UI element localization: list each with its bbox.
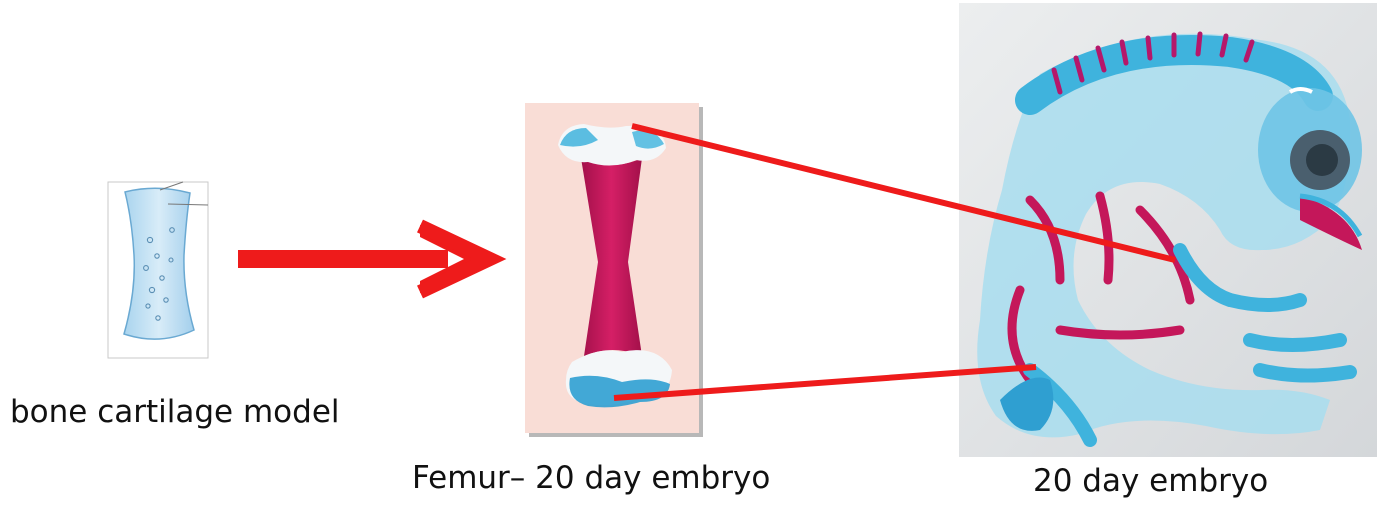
femur-photo xyxy=(525,103,703,437)
caption-embryo: 20 day embryo xyxy=(1033,463,1268,499)
cartilage-model-illustration xyxy=(108,182,208,358)
embryo-photo xyxy=(959,3,1377,457)
caption-femur: Femur– 20 day embryo xyxy=(412,460,770,496)
caption-cartilage-model: bone cartilage model xyxy=(10,394,340,430)
development-arrow xyxy=(238,225,492,293)
